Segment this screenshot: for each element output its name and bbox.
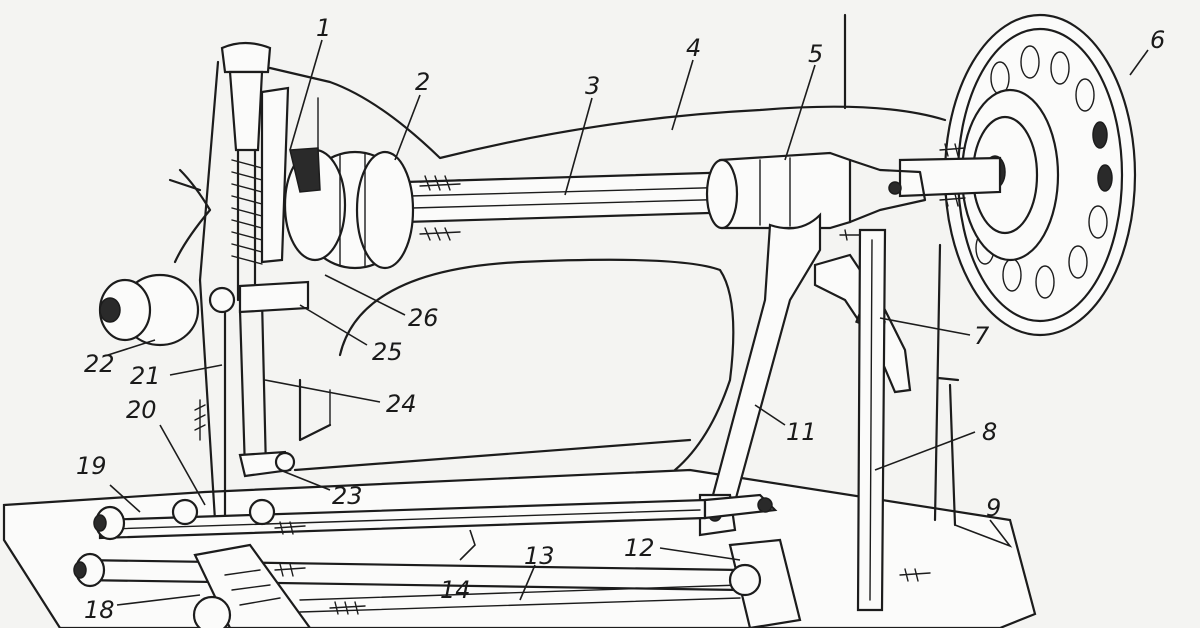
callout-labels: 1 2 3 4 5 6 7 8 9 11 12 13 14 18 19 20 2…	[76, 14, 1165, 624]
label-14: 14	[440, 576, 471, 604]
label-24: 24	[386, 390, 417, 418]
label-5: 5	[808, 40, 823, 68]
label-26: 26	[408, 304, 439, 332]
thread-tension-22	[98, 273, 200, 347]
eccentric-5	[705, 151, 927, 230]
label-11: 11	[786, 418, 817, 446]
label-22: 22	[84, 350, 115, 378]
handwheel-spokes	[975, 45, 1113, 299]
leader-lines	[107, 39, 1149, 606]
label-25: 25	[372, 338, 403, 366]
spring-coils	[231, 159, 263, 265]
label-2: 2	[415, 68, 430, 96]
label-4: 4	[686, 34, 701, 62]
needle-bar-assembly	[168, 41, 310, 522]
label-3: 3	[585, 72, 600, 100]
main-shaft	[403, 156, 1002, 224]
label-1: 1	[316, 14, 331, 42]
machine-arm	[268, 13, 960, 527]
needle-plate-18	[192, 543, 312, 628]
vertical-shaft-8	[856, 228, 887, 612]
hatch-marks	[194, 143, 966, 615]
label-19: 19	[76, 452, 107, 480]
label-6: 6	[1150, 26, 1165, 54]
label-23: 23	[332, 482, 363, 510]
label-12: 12	[624, 534, 655, 562]
label-13: 13	[524, 542, 555, 570]
eccentric-2	[283, 147, 415, 270]
link-23	[238, 450, 296, 478]
left-bushings	[73, 498, 276, 588]
label-7: 7	[974, 322, 990, 350]
label-18: 18	[84, 596, 115, 624]
label-9: 9	[986, 494, 1001, 522]
label-20: 20	[126, 396, 157, 424]
label-21: 21	[130, 362, 161, 390]
label-8: 8	[982, 418, 997, 446]
